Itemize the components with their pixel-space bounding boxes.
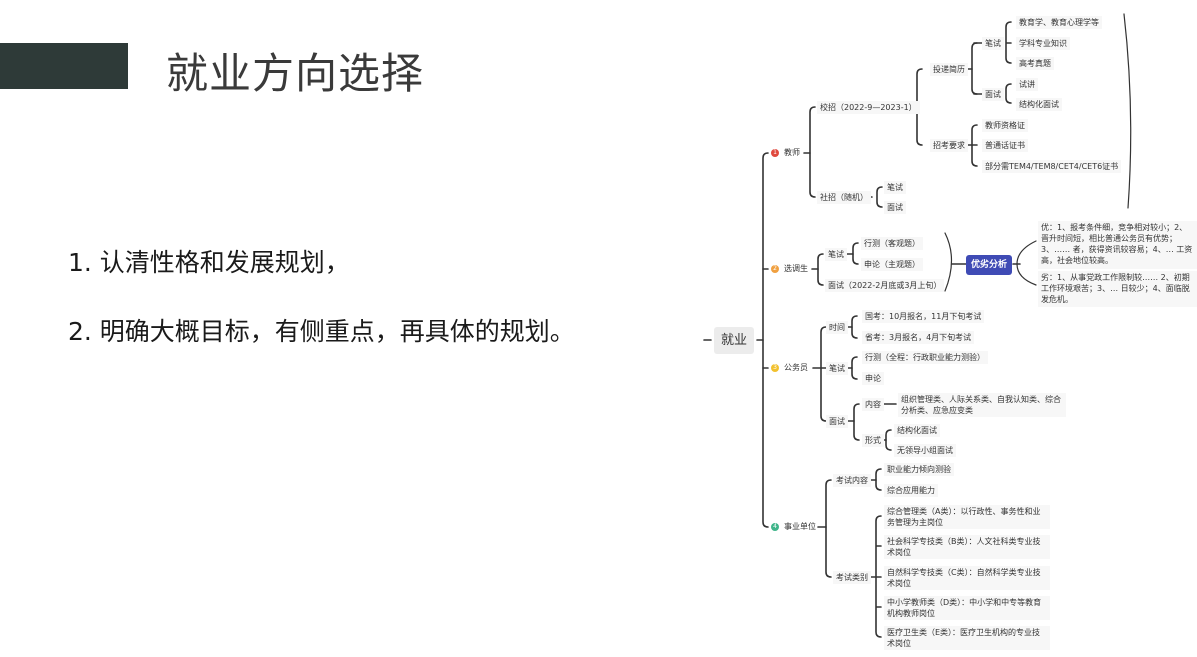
connector [851, 315, 858, 339]
node: 社招（随机） [817, 191, 871, 204]
branch-civil-servant: 公务员 [784, 363, 808, 372]
marker-4-icon: 4 [771, 523, 779, 531]
connector [762, 152, 769, 528]
branch-teacher: 教师 [784, 148, 800, 157]
node: 形式 [862, 434, 884, 447]
connector [876, 186, 883, 208]
node: 无领导小组面试 [894, 444, 956, 457]
connector [1005, 21, 1012, 64]
node: 医疗卫生类（E类）：医疗卫生机构的专业技术岗位 [884, 626, 1050, 650]
connector [971, 124, 978, 167]
title-accent-bar [0, 43, 128, 89]
node: 笔试 [825, 248, 847, 261]
node: 时间 [826, 321, 848, 334]
node: 高考真题 [1016, 57, 1054, 70]
connector [852, 242, 859, 265]
connector [817, 253, 824, 286]
bullet-point-1: 1. 认清性格和发展规划， [68, 248, 350, 277]
node: 笔试 [982, 37, 1004, 50]
node: 行测（客观题） [861, 237, 923, 250]
node: 校招（2022-9—2023-1） [817, 101, 920, 114]
branch-public-institution: 事业单位 [784, 522, 816, 531]
slide-title: 就业方向选择 [166, 49, 425, 98]
node: 申论 [862, 372, 884, 385]
node: 考试类别 [833, 571, 871, 584]
node: 综合管理类（A类）：以行政性、事务性和业务管理为主岗位 [884, 505, 1050, 529]
node: 笔试 [826, 362, 848, 375]
node: 招考要求 [930, 139, 968, 152]
connector [853, 403, 860, 441]
node: 笔试 [884, 181, 906, 194]
node: 结构化面试 [1016, 98, 1062, 111]
node: 国考：10月报名，11月下旬考试 [862, 310, 985, 323]
connector [875, 468, 882, 491]
bracket [1016, 240, 1037, 286]
node: 社会科学专技类（B类）：人文社科类专业技术岗位 [884, 535, 1050, 559]
branch-selected-graduate: 选调生 [784, 264, 808, 273]
marker-3-icon: 3 [771, 364, 779, 372]
node: 教师资格证 [982, 119, 1028, 132]
node: 省考：3月报名，4月下旬考试 [862, 331, 975, 344]
bullet-point-2: 2. 明确大概目标，有侧重点，再具体的规划。 [68, 317, 575, 346]
mindmap-root-node: 就业 [714, 327, 754, 354]
node: 组织管理类、人际关系类、自我认知类、综合分析类、应急应变类 [898, 393, 1066, 417]
node: 内容 [862, 398, 884, 411]
node: 中小学教师类（D类）：中小学和中专等教育机构教师岗位 [884, 596, 1050, 620]
bracket [944, 232, 953, 292]
pros-text: 优：1、报考条件细，竞争相对较小；2、晋升时间短，相比普通公务员有优势；3、……… [1038, 221, 1197, 269]
connector [971, 42, 978, 95]
connector [820, 326, 827, 422]
node: 面试 [982, 88, 1004, 101]
connector [1005, 83, 1012, 104]
node: 投递简历 [930, 63, 968, 76]
node: 普通话证书 [982, 139, 1028, 152]
node: 综合应用能力 [884, 484, 938, 497]
node: 申论（主观题） [861, 258, 923, 271]
node: 教育学、教育心理学等 [1016, 16, 1102, 29]
node: 部分需TEM4/TEM8/CET4/CET6证书 [982, 160, 1122, 173]
node: 考试内容 [833, 474, 871, 487]
node: 职业能力倾向测验 [884, 463, 954, 476]
pros-cons-badge: 优劣分析 [966, 255, 1012, 275]
connector [851, 356, 858, 380]
bracket [1123, 13, 1132, 209]
node: 面试 [884, 201, 906, 214]
connector [825, 479, 832, 578]
connector [762, 268, 769, 369]
node: 学科专业知识 [1016, 37, 1070, 50]
node: 面试 [826, 415, 848, 428]
connector [875, 515, 882, 638]
node: 结构化面试 [894, 424, 940, 437]
node: 自然科学专技类（C类）：自然科学类专业技术岗位 [884, 566, 1050, 590]
marker-1-icon: 1 [771, 149, 779, 157]
connector [885, 429, 892, 451]
node: 行测（全程：行政职业能力测验） [862, 351, 988, 364]
node: 试讲 [1016, 78, 1038, 91]
cons-text: 劣：1、从事党政工作限制较…… 2、初期工作环境艰苦；3、… 日较少；4、面临脱… [1038, 271, 1197, 307]
marker-2-icon: 2 [771, 265, 779, 273]
node: 面试（2022-2月底或3月上旬） [825, 279, 945, 292]
connector [809, 106, 816, 198]
